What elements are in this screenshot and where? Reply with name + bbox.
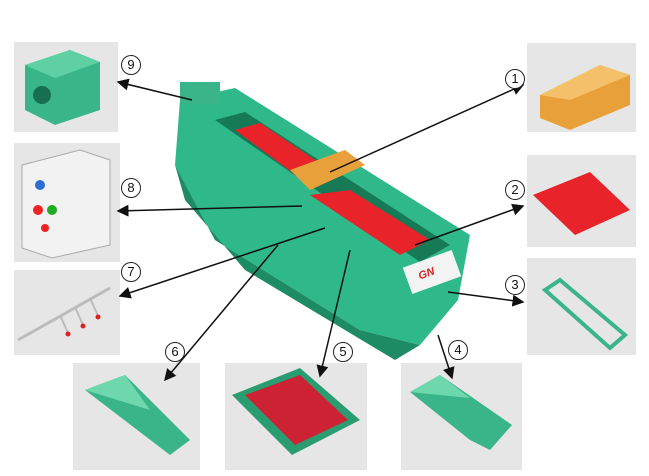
bottom-tank-illustration bbox=[85, 375, 190, 455]
arrow-9 bbox=[116, 78, 193, 101]
brand-logo: GN bbox=[417, 265, 438, 282]
arrow-7 bbox=[118, 227, 326, 299]
screen-panel-illustration bbox=[533, 172, 630, 235]
spray-pipe-illustration bbox=[17, 286, 111, 342]
screen-frame-illustration bbox=[541, 277, 629, 351]
control-box-illustration bbox=[21, 149, 111, 259]
motor-illustration bbox=[540, 65, 630, 130]
arrow-1 bbox=[329, 83, 525, 173]
arrow-4 bbox=[437, 334, 455, 380]
callout-9: 9 bbox=[121, 55, 141, 75]
callout-1: 1 bbox=[505, 69, 525, 89]
feed-hopper-illustration bbox=[410, 375, 512, 450]
arrow-8 bbox=[116, 204, 303, 217]
arrow-5 bbox=[316, 249, 351, 378]
callout-5: 5 bbox=[333, 342, 353, 362]
callout-3: 3 bbox=[505, 275, 525, 295]
arrow-6 bbox=[164, 244, 279, 382]
leader-arrows bbox=[116, 78, 525, 382]
arrow-2 bbox=[414, 203, 525, 246]
arrow-3 bbox=[447, 291, 525, 307]
callout-4: 4 bbox=[448, 340, 468, 360]
screen-deck-illustration bbox=[232, 368, 360, 455]
callout-2: 2 bbox=[505, 180, 525, 200]
callout-7: 7 bbox=[121, 262, 141, 282]
callout-6: 6 bbox=[165, 342, 185, 362]
junction-box-illustration bbox=[25, 50, 100, 125]
shale-shaker-machine: GN bbox=[175, 82, 470, 360]
callout-8: 8 bbox=[121, 178, 141, 198]
